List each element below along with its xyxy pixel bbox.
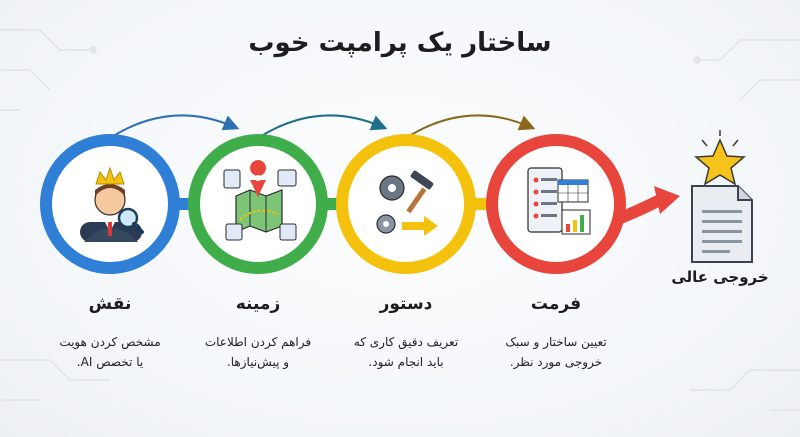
step-desc-context: فراهم کردن اطلاعات و پیش‌نیازها. — [183, 332, 333, 372]
context-map-pin-icon — [223, 160, 297, 241]
page-title: ساختار یک پرامپت خوب — [248, 28, 552, 58]
output-label: خروجی عالی — [671, 268, 769, 286]
step-desc-context-line2: و پیش‌نیازها. — [226, 355, 290, 369]
document-star-icon — [691, 130, 753, 263]
instruction-gears-hammer-icon — [376, 170, 438, 236]
step-desc-role: مشخص کردن هویت یا تخصص AI. — [35, 332, 185, 372]
connector-arrow-1 — [109, 114, 240, 139]
step-desc-format-line1: تعیین ساختار و سبک — [505, 335, 607, 349]
connector-arrow-2 — [257, 114, 388, 139]
step-desc-context-line1: فراهم کردن اطلاعات — [204, 335, 312, 349]
step-desc-format-line2: خروجی مورد نظر. — [509, 355, 603, 369]
step-desc-instruction: تعریف دقیق کاری که باید انجام شود. — [331, 332, 481, 372]
format-ring-arrowhead — [654, 186, 680, 214]
instruction-ring — [336, 134, 476, 274]
step-label-context: زمینه — [235, 294, 281, 314]
step-desc-format: تعیین ساختار و سبک خروجی مورد نظر. — [481, 332, 631, 372]
format-ring-tail — [613, 194, 663, 226]
step-desc-role-line2: یا تخصص AI. — [76, 355, 144, 369]
step-label-role: نقش — [88, 294, 132, 314]
format-document-chart-icon — [527, 167, 591, 235]
connector-arrow-3 — [405, 114, 536, 139]
step-desc-role-line1: مشخص کردن هویت — [59, 335, 161, 349]
step-label-instruction: دستور — [379, 294, 433, 314]
step-label-format: فرمت — [530, 294, 582, 314]
step-desc-instruction-line2: باید انجام شود. — [368, 355, 444, 369]
role-person-crown-icon — [80, 166, 144, 242]
step-desc-instruction-line1: تعریف دقیق کاری که — [353, 335, 459, 349]
